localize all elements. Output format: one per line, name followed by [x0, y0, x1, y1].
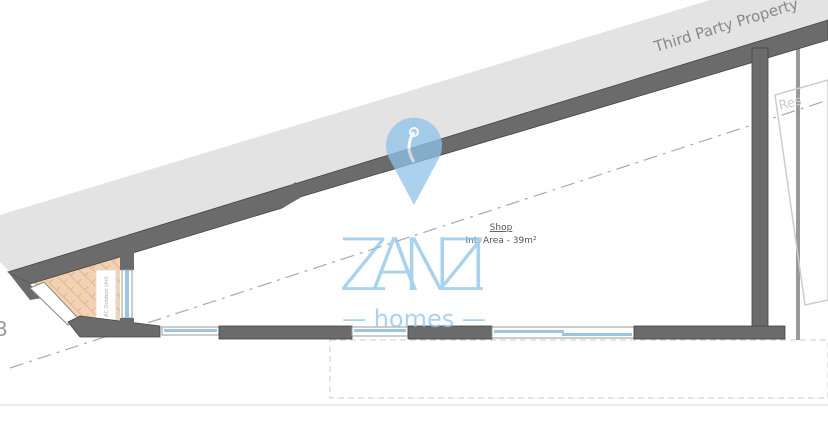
- outline-box: [329, 339, 828, 399]
- partition-wall: [120, 250, 134, 270]
- left-marker: B: [0, 317, 8, 341]
- dash-line: [9, 99, 828, 369]
- partition-glass: [125, 270, 129, 318]
- bottom-wall: [161, 325, 786, 340]
- left-wall: [8, 272, 42, 300]
- left-wall-lower: [67, 315, 161, 338]
- room-area: Int. Area - 39m²: [465, 236, 537, 246]
- wall-step: [278, 182, 300, 208]
- right-label: Res: [777, 93, 804, 114]
- right-stamp: [774, 79, 828, 306]
- right-wall: [751, 47, 769, 339]
- watermark-sub: — homes —: [342, 305, 486, 333]
- watermark-brand: ZANZI: [339, 223, 489, 307]
- partition-wall-lower: [120, 318, 134, 328]
- room-name: Shop: [490, 223, 513, 233]
- watermark: ZANZI — homes —: [339, 117, 489, 333]
- closet-label: AC Outdoor Unit: [104, 276, 110, 317]
